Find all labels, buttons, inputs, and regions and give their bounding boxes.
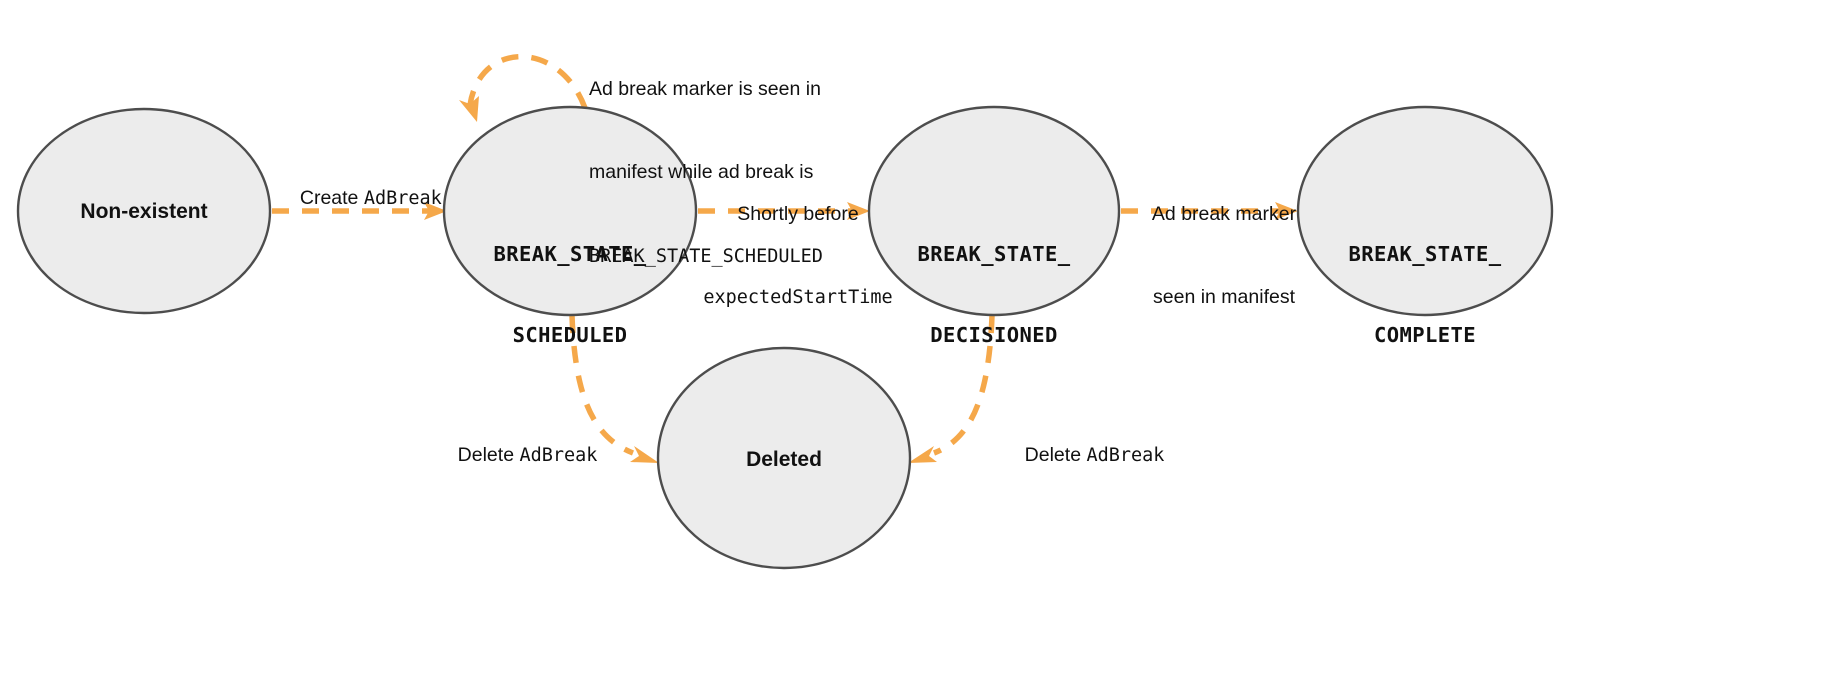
edge-scheduled-self-loop-line [467,54,588,109]
edge-scheduled-to-deleted-line [569,315,635,456]
node-deleted[interactable] [656,346,912,570]
edge-decisioned-to-deleted [908,315,995,463]
edge-decisioned-to-complete-arrowhead [1275,202,1298,220]
edge-create-adbreak-arrowhead [424,202,447,220]
edge-scheduled-to-deleted [569,315,659,463]
edge-decisioned-to-deleted-arrowhead [908,446,937,463]
node-break-state-complete[interactable] [1296,105,1554,317]
edge-scheduled-self-loop-arrowhead [459,96,479,122]
edge-scheduled-to-decisioned-arrowhead [847,202,870,220]
edge-decisioned-to-deleted-line [932,315,995,456]
edge-scheduled-to-deleted-arrowhead [630,446,659,463]
edge-create-adbreak [272,202,447,220]
node-break-state-scheduled[interactable] [442,105,698,317]
edge-scheduled-to-decisioned [698,202,870,220]
edge-decisioned-to-complete [1121,202,1298,220]
edge-scheduled-self-loop [459,54,588,122]
node-break-state-decisioned[interactable] [867,105,1121,317]
node-non-existent[interactable] [16,107,272,315]
